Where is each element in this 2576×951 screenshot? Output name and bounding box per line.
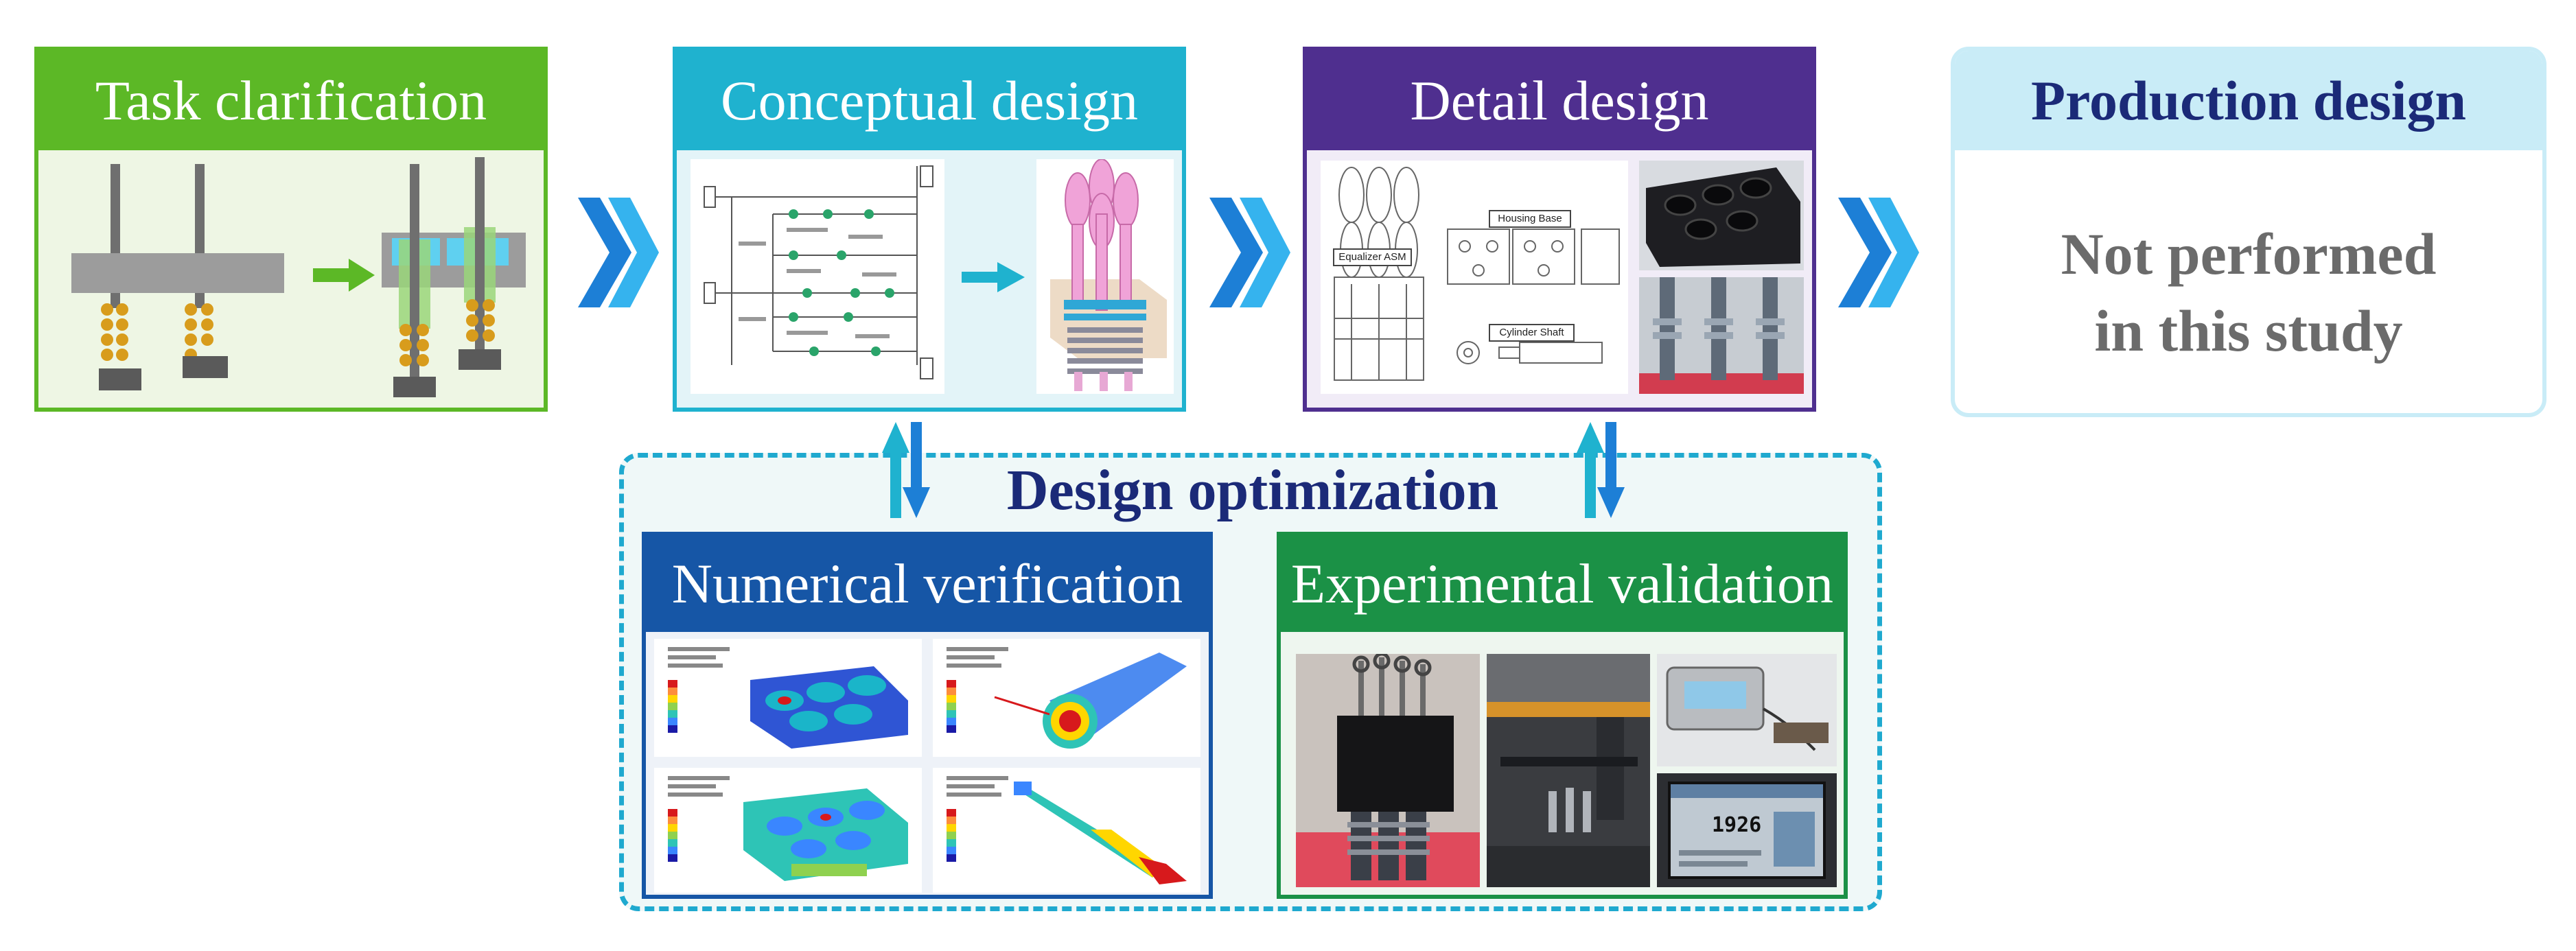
cylinder-shaft-tag: Cylinder Shaft bbox=[1489, 324, 1575, 342]
load-reading: 1926 bbox=[1712, 813, 1762, 837]
conceptual-3d-model bbox=[1036, 159, 1174, 394]
task-clarification-illustration bbox=[71, 157, 526, 397]
experimental-validation-label: Experimental validation bbox=[1290, 552, 1834, 615]
display-screen: 1926 bbox=[1668, 782, 1826, 879]
measurement-device-photo bbox=[1657, 654, 1837, 766]
numerical-verification-label: Numerical verification bbox=[671, 552, 1183, 615]
test-rig-photo bbox=[1487, 654, 1650, 887]
technical-drawing: Equalizer ASM Housing Base Cylinder Shaf… bbox=[1321, 161, 1628, 394]
prototype-photo bbox=[1296, 654, 1480, 887]
conceptual-design-box: Conceptual design bbox=[673, 47, 1186, 412]
numerical-verification-box: Numerical verification bbox=[642, 532, 1213, 899]
conceptual-design-label: Conceptual design bbox=[720, 69, 1139, 132]
fea-result-housing-deformation bbox=[654, 639, 922, 757]
task-clarification-header: Task clarification bbox=[38, 51, 544, 150]
fea-result-cylinder-shaft bbox=[933, 639, 1200, 757]
experimental-validation-header: Experimental validation bbox=[1281, 536, 1844, 632]
task-clarification-label: Task clarification bbox=[95, 69, 487, 132]
production-design-box: Production design Not performed in this … bbox=[1951, 47, 2546, 417]
equalizer-asm-tag: Equalizer ASM bbox=[1333, 248, 1412, 266]
production-design-label: Production design bbox=[2030, 69, 2467, 132]
production-note: Not performed in this study bbox=[2061, 221, 2437, 364]
bidirectional-arrow-icon bbox=[1577, 422, 1625, 518]
housing-base-photo bbox=[1639, 161, 1804, 270]
detail-design-label: Detail design bbox=[1410, 69, 1709, 132]
arrow-right-icon bbox=[962, 262, 1025, 292]
bidirectional-arrow-icon bbox=[882, 422, 930, 518]
experimental-validation-box: Experimental validation 1926 bbox=[1277, 532, 1848, 899]
conceptual-design-header: Conceptual design bbox=[677, 51, 1182, 150]
task-clarification-box: Task clarification bbox=[34, 47, 548, 412]
chevron-right-icon bbox=[1838, 198, 1919, 307]
housing-base-tag: Housing Base bbox=[1489, 210, 1571, 228]
chevron-right-icon bbox=[1209, 198, 1290, 307]
production-design-header: Production design bbox=[1955, 51, 2542, 150]
numerical-verification-header: Numerical verification bbox=[646, 536, 1209, 632]
fea-result-housing-stress bbox=[654, 768, 922, 893]
detail-design-header: Detail design bbox=[1307, 51, 1812, 150]
load-display-photo: 1926 bbox=[1657, 773, 1837, 887]
design-optimization-title: Design optimization bbox=[1006, 458, 1499, 522]
fea-result-shaft-deformation bbox=[933, 768, 1200, 893]
detail-design-box: Detail design Equalizer ASM Housing Base bbox=[1303, 47, 1816, 412]
cylinder-shaft-photo bbox=[1639, 277, 1804, 394]
simulation-schematic bbox=[691, 159, 944, 394]
chevron-right-icon bbox=[578, 198, 659, 307]
